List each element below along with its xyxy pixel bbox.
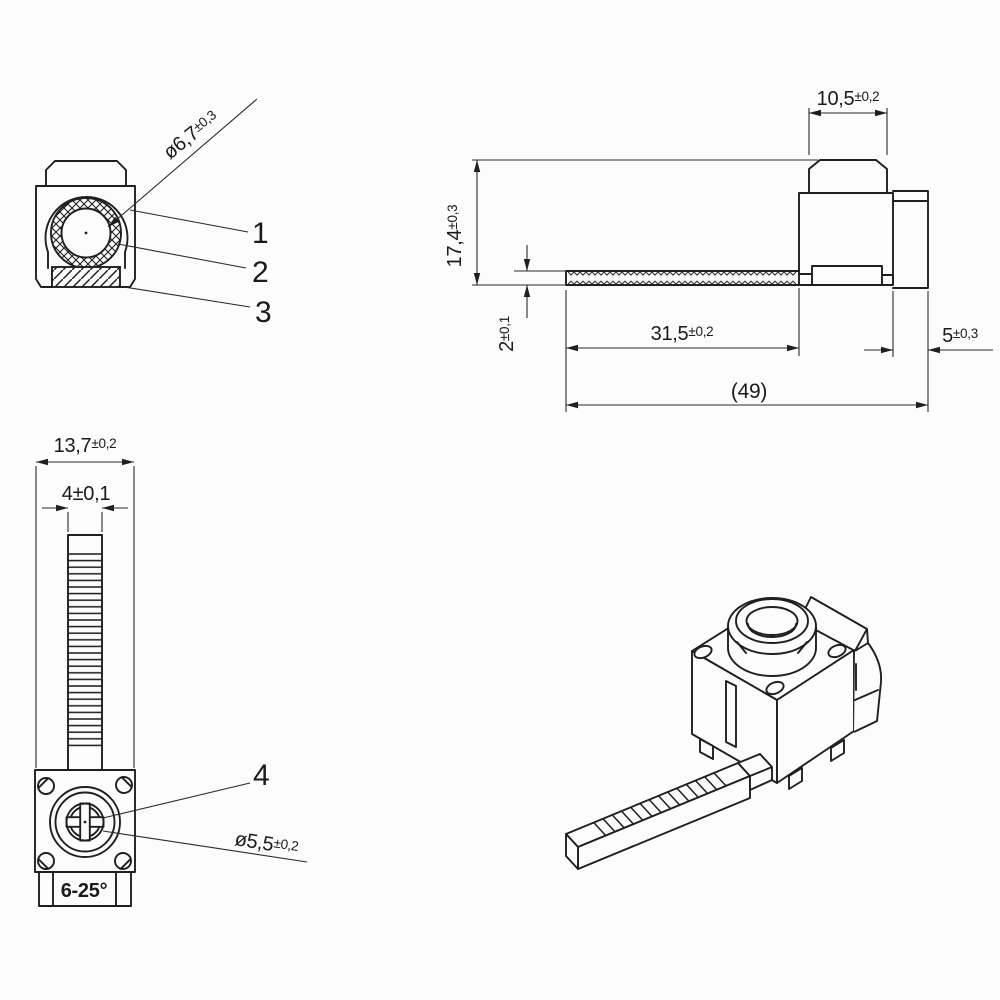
- top-tab: [38, 871, 132, 907]
- iso-corner-holes: [693, 643, 847, 696]
- leader-callout-3: [123, 286, 251, 308]
- iso-strap-ribs: [593, 772, 727, 837]
- leader-callout-2: [117, 243, 247, 269]
- ext-lines-head-width: [808, 108, 888, 155]
- callout-4-label: 4: [253, 759, 269, 792]
- iso-strap-end: [565, 833, 579, 870]
- side-latch: [798, 265, 894, 286]
- leader-callout-4: [102, 782, 251, 819]
- top-screw-boss: [49, 786, 121, 858]
- top-corner-holes: [37, 776, 133, 870]
- iso-boss: [727, 597, 817, 677]
- iso-boss-chamfers: [736, 641, 808, 654]
- leader-screw-diameter: [102, 830, 308, 863]
- ext-lines-base-width: [35, 466, 135, 768]
- side-strap: [565, 270, 800, 286]
- side-cap: [808, 159, 888, 194]
- dim-end-width-label: 5±0,3: [942, 325, 978, 347]
- top-view: 6-25° 13,7±0,2 4±0,1 4 ø5,5±0,2: [34, 435, 308, 907]
- side-body: [798, 192, 894, 286]
- iso-foot-right: [830, 739, 845, 762]
- isometric-view: [565, 596, 883, 870]
- callout-3-label: 3: [255, 296, 271, 329]
- iso-boss-rim: [735, 598, 809, 644]
- front-view: ø6,7±0,3 1 2 3: [35, 98, 272, 329]
- dim-head-width-label: 10,5±0,2: [817, 88, 880, 110]
- iso-foot-left: [699, 738, 714, 760]
- iso-flange-seam: [854, 663, 879, 701]
- ext-lines-end-width: [892, 291, 929, 412]
- side-strap-serrations: [568, 271, 796, 285]
- iso-latch-shelf: [737, 753, 773, 791]
- side-right-block: [892, 190, 929, 289]
- front-arch: [44, 195, 129, 269]
- front-strap-section: [51, 266, 121, 288]
- side-view: 17,4±0,3 2±0,1 10,5±0,2 31,5±0,2 5±0,3 (…: [444, 88, 993, 412]
- iso-right-flange: [853, 642, 883, 733]
- dim-strap-thickness-label: 2±0,1: [496, 316, 518, 352]
- dim-base-width-label: 13,7±0,2: [54, 435, 117, 457]
- top-strap-ribs: [68, 553, 102, 749]
- iso-hole-depth-arc: [747, 623, 797, 638]
- front-cap: [45, 160, 127, 187]
- dim-total-height-label: 17,4±0,3: [444, 205, 466, 268]
- dim-overall-length-label: (49): [731, 380, 767, 403]
- leader-callout-1: [129, 209, 249, 233]
- screw-center-mark: [83, 820, 87, 824]
- ext-lines-strap-width: [67, 512, 103, 532]
- ext-lines-height: [472, 159, 818, 286]
- leader-hole-diameter: [107, 98, 258, 228]
- iso-foot-front: [788, 767, 803, 790]
- dim-strap-width-label: 4±0,1: [62, 483, 111, 505]
- iso-strap-slot: [725, 680, 737, 748]
- dim-strap-length-label: 31,5±0,2: [651, 323, 714, 345]
- iso-boss-hole: [745, 606, 799, 636]
- dim-screw-diameter-label: ø5,5±0,2: [233, 828, 299, 860]
- range-marking-label: 6-25°: [61, 880, 108, 902]
- callout-1-label: 1: [252, 217, 268, 250]
- front-center-mark: [84, 231, 88, 235]
- callout-2-label: 2: [252, 256, 268, 289]
